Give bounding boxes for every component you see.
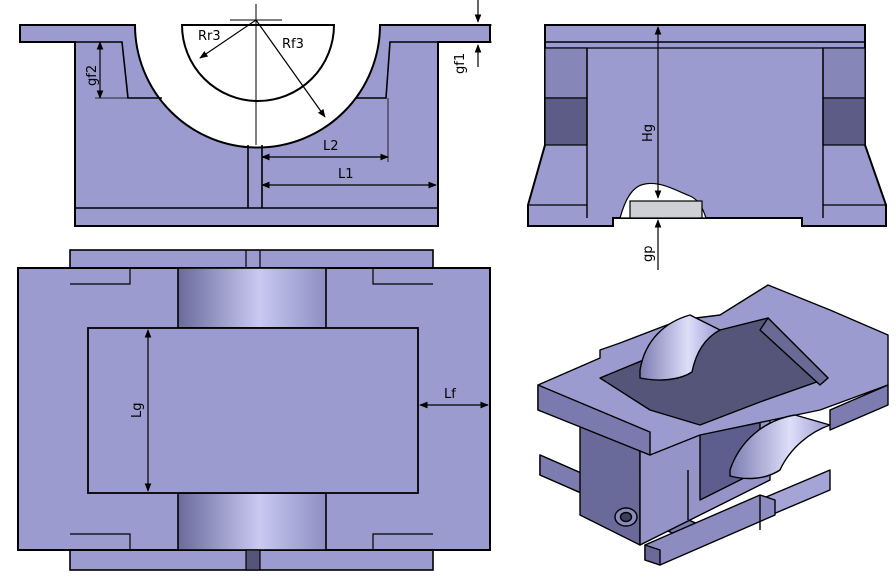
front-view: Rr3 Rf3 gf1 gf2 L2 L1	[19, 0, 492, 227]
label-l1: L1	[338, 167, 354, 182]
label-l2: L2	[323, 139, 339, 154]
label-rf3: Rf3	[282, 37, 304, 52]
label-lg: Lg	[130, 403, 145, 419]
label-gf1: gf1	[453, 53, 468, 74]
label-gf2: gf2	[85, 65, 100, 86]
label-rr3: Rr3	[198, 29, 221, 44]
front-body	[19, 24, 491, 227]
top-bore-lower	[177, 492, 327, 551]
top-bore-upper	[177, 267, 327, 329]
top-view: Lg Lf	[17, 249, 491, 571]
isometric-view	[537, 284, 889, 566]
top-pocket	[87, 327, 419, 494]
side-view: Hg gp	[527, 24, 887, 270]
label-lf: Lf	[444, 387, 456, 402]
label-gp: gp	[641, 245, 656, 262]
label-hg: Hg	[641, 124, 656, 142]
